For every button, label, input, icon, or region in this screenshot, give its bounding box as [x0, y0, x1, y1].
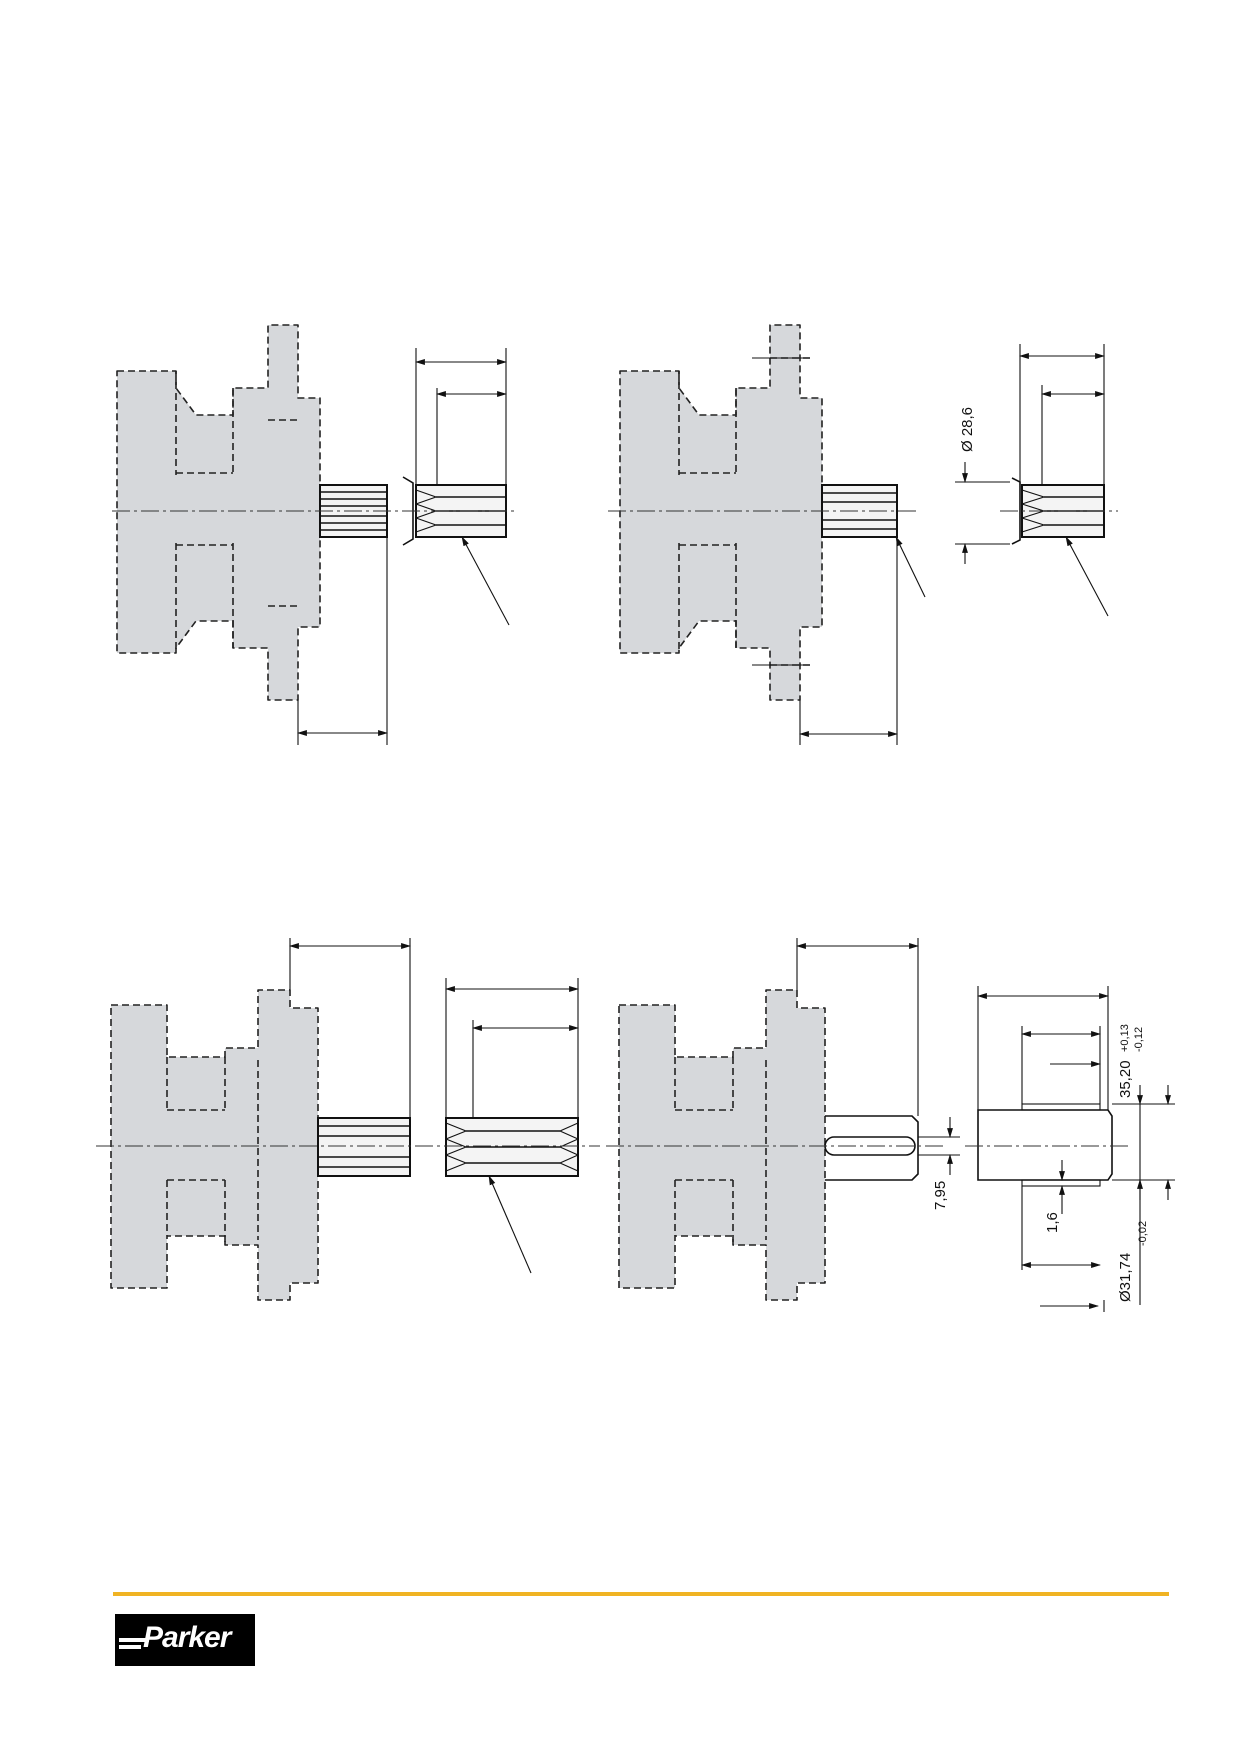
shaft-spline-lines [320, 491, 387, 531]
shaft-spline-lines [318, 1125, 410, 1168]
motor-body [618, 989, 826, 1301]
parker-logo-text: Parker [143, 1621, 231, 1654]
spline-detail [445, 1117, 579, 1177]
parker-logo: Parker [115, 1614, 255, 1666]
motor-body [619, 324, 823, 701]
figure-3-motor-splined-shaft [96, 938, 600, 1301]
figure-2-motor-splined-shaft: Ø 28,6 [608, 324, 1118, 745]
dimension-shaft-diameter-label: Ø31,74 [1117, 1253, 1134, 1302]
motor-body [110, 989, 319, 1301]
dimension-key-depth-label: 1,6 [1044, 1212, 1061, 1233]
figure-4-motor-keyed-shaft: 7,95 1,6 35,20 +0,13 -0,12 Ø31,74 -0,02 [606, 938, 1175, 1312]
shaft-spline-lines [822, 492, 897, 530]
dimension-shaft-height-tolerance-lower: -0,12 [1133, 1027, 1145, 1052]
figure-1-motor-splined-shaft [112, 324, 516, 745]
dimension-diameter-label: Ø 28,6 [959, 407, 976, 452]
dimension-key-width-label: 7,95 [932, 1181, 949, 1210]
motor-body [116, 324, 321, 701]
footer-rule [113, 1592, 1169, 1596]
shaft-detail [965, 1103, 1128, 1187]
key-slot [824, 1136, 916, 1156]
dimension-shaft-height-label: 35,20 [1117, 1060, 1134, 1098]
keyed-shaft [825, 1115, 919, 1181]
dimension-shaft-diameter-tolerance: -0,02 [1137, 1221, 1149, 1246]
dimension-shaft-height-tolerance-upper: +0,13 [1119, 1024, 1131, 1052]
